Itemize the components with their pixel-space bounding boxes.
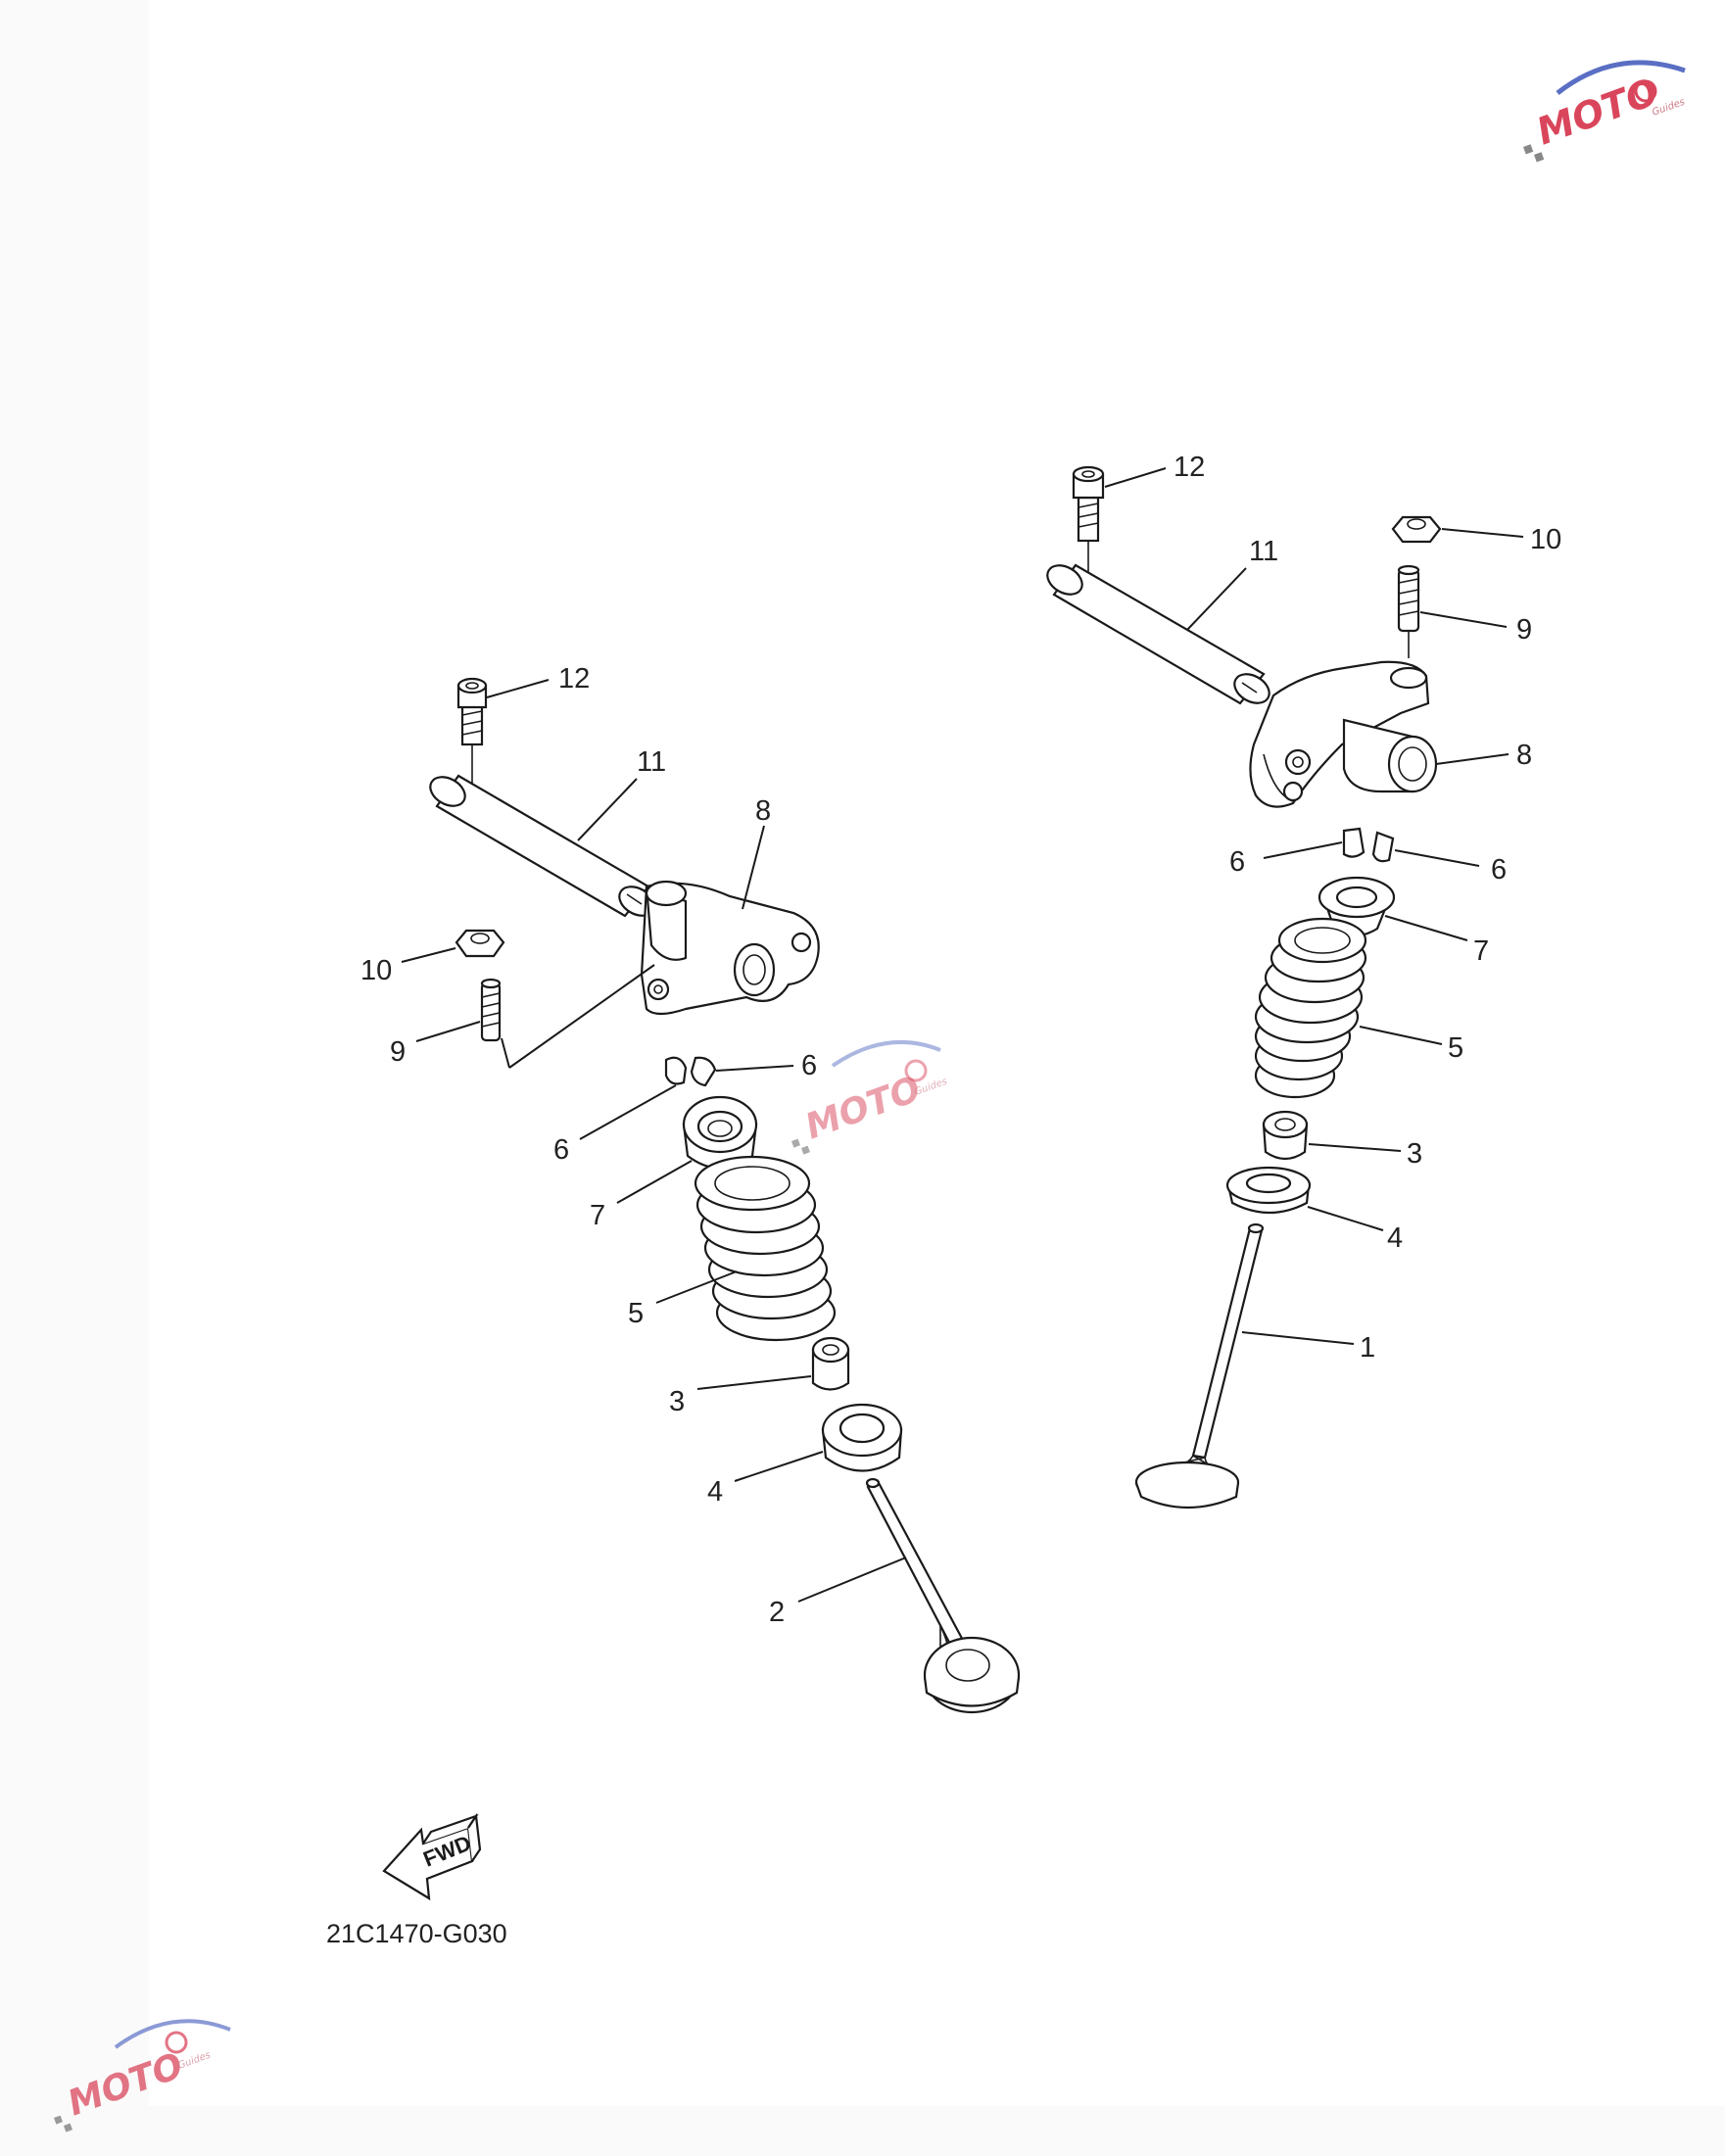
bolt-part xyxy=(1072,465,1105,580)
callout-left-3: 3 xyxy=(669,1386,685,1417)
callout-right-12: 12 xyxy=(1174,452,1205,483)
callout-right-1: 1 xyxy=(1360,1332,1375,1364)
leader-line xyxy=(616,1160,693,1204)
rocker-arm-part xyxy=(640,880,820,1016)
spring-seat-part xyxy=(1225,1166,1312,1215)
leader-line xyxy=(1419,611,1508,628)
leader-line xyxy=(696,1375,812,1390)
leader-line xyxy=(1186,567,1247,631)
callout-left-4: 4 xyxy=(707,1476,723,1508)
leader-line xyxy=(415,1021,481,1042)
leader-line xyxy=(401,947,456,963)
watermark-swoosh-icon xyxy=(1556,60,1686,95)
callout-left-12: 12 xyxy=(558,663,590,695)
right-valve-assembly: 12 11 10 xyxy=(1046,452,1561,1509)
leader-line xyxy=(486,679,550,698)
callout-right-9: 9 xyxy=(1516,614,1532,646)
leader-line xyxy=(1394,849,1480,867)
callout-right-11: 11 xyxy=(1249,536,1278,567)
gear-icon xyxy=(1634,79,1657,103)
gear-icon xyxy=(904,1059,928,1082)
lock-nut-part xyxy=(455,929,505,958)
callout-right-6-right: 6 xyxy=(1491,854,1507,886)
watermark-bottom-left: MOTO Guides xyxy=(54,2019,231,2132)
callout-left-11: 11 xyxy=(637,746,666,778)
leader-line xyxy=(1384,915,1468,941)
watermark-swoosh-icon xyxy=(831,1040,941,1068)
callout-right-3: 3 xyxy=(1407,1138,1422,1170)
leader-line xyxy=(1308,1143,1402,1152)
callout-left-6-lower: 6 xyxy=(553,1134,569,1166)
rocker-shaft-part xyxy=(1046,563,1270,705)
leader-line xyxy=(1104,467,1167,488)
watermark-sub-text: Guides xyxy=(176,2050,212,2072)
leader-line xyxy=(579,1084,677,1140)
valve-spring-part xyxy=(694,1155,837,1342)
leader-line xyxy=(742,825,765,910)
leader-line xyxy=(1307,1206,1384,1231)
valve-cotter-part xyxy=(664,1056,717,1087)
rocker-arm-part xyxy=(1249,660,1438,808)
adjuster-screw-part xyxy=(1397,564,1420,658)
bolt-part xyxy=(456,677,488,791)
valve-cotter-part xyxy=(1342,827,1395,863)
left-margin-strip xyxy=(0,0,149,2156)
callout-right-10: 10 xyxy=(1530,524,1561,555)
leader-line xyxy=(655,1270,738,1304)
callout-left-8: 8 xyxy=(755,795,771,827)
callout-right-5: 5 xyxy=(1448,1032,1463,1064)
intake-valve-part xyxy=(1134,1222,1265,1509)
spring-seat-part xyxy=(821,1403,903,1472)
watermark-swoosh-icon xyxy=(114,2019,231,2049)
leader-line xyxy=(715,1065,794,1072)
fwd-direction-indicator: FWD xyxy=(382,1812,482,1901)
watermark-top-right: MOTO Guides xyxy=(1523,60,1687,163)
leader-line xyxy=(1435,753,1509,765)
leader-line xyxy=(734,1451,824,1482)
leader-line xyxy=(1263,841,1343,859)
callout-left-6-upper: 6 xyxy=(801,1050,817,1081)
left-valve-assembly: 12 11 8 xyxy=(360,663,1021,1714)
exhaust-valve-part xyxy=(865,1477,1021,1714)
callout-right-8: 8 xyxy=(1516,740,1532,771)
callout-left-7: 7 xyxy=(590,1200,605,1231)
callout-left-9: 9 xyxy=(390,1036,406,1068)
callout-left-10: 10 xyxy=(360,955,392,986)
adjuster-screw-part xyxy=(480,978,502,1042)
valve-spring-part xyxy=(1254,917,1367,1099)
stem-seal-part xyxy=(811,1336,850,1391)
callout-right-6-left: 6 xyxy=(1229,846,1245,878)
leader-line xyxy=(1241,1331,1355,1345)
watermark-brand-text: MOTO xyxy=(63,2045,188,2124)
callout-right-7: 7 xyxy=(1473,935,1489,967)
rocker-shaft-part xyxy=(429,774,655,918)
leader-line xyxy=(1359,1026,1443,1045)
lock-nut-part xyxy=(1391,515,1442,544)
gear-icon xyxy=(165,2031,188,2054)
assembly-guide-line xyxy=(508,964,655,1069)
callout-left-2: 2 xyxy=(769,1597,785,1628)
drawing-code: 21C1470-G030 xyxy=(326,1919,507,1948)
leader-line xyxy=(577,778,638,841)
leader-line xyxy=(797,1557,907,1603)
leader-line xyxy=(1441,528,1524,538)
callout-right-4: 4 xyxy=(1387,1222,1403,1254)
callout-left-5: 5 xyxy=(628,1298,644,1329)
watermark-brand-text: MOTO xyxy=(800,1069,926,1147)
stem-seal-part xyxy=(1262,1110,1309,1161)
bottom-margin-strip xyxy=(0,2106,1725,2156)
